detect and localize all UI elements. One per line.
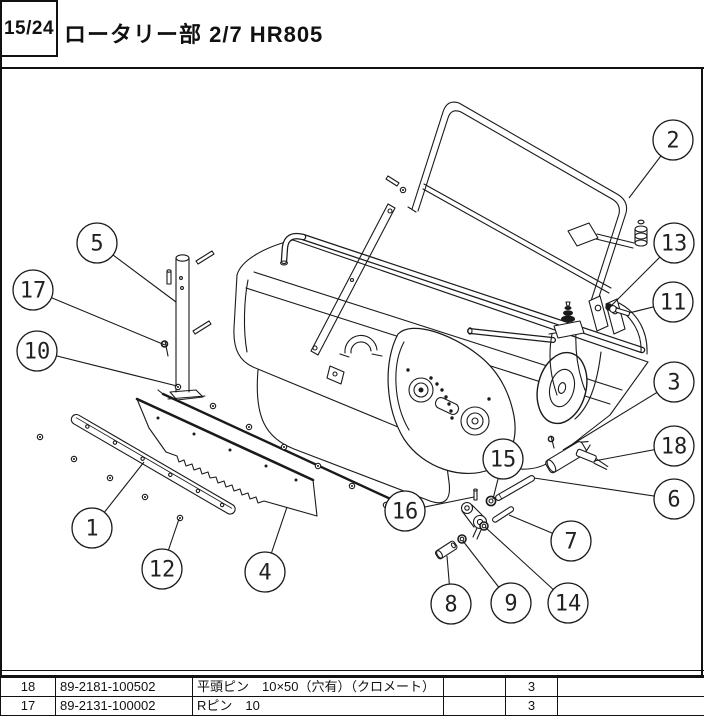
cell-ref: 18 — [1, 678, 56, 697]
callout-number-7: 7 — [564, 530, 577, 555]
cell-blank2 — [558, 697, 704, 716]
leader-line-17 — [33, 290, 165, 345]
callout-number-9: 9 — [504, 592, 517, 617]
callout-number-18: 18 — [661, 435, 688, 460]
callout-number-17: 17 — [20, 279, 47, 304]
cell-blank2 — [558, 678, 704, 697]
callout-number-3: 3 — [667, 371, 680, 396]
cell-description: Rピン 10 — [193, 697, 444, 716]
callout-number-2: 2 — [666, 129, 679, 154]
leader-line-10 — [37, 351, 177, 386]
callout-number-13: 13 — [661, 232, 688, 257]
leader-line-6 — [534, 478, 674, 499]
bushing-8 — [435, 540, 458, 560]
cell-blank1 — [444, 678, 506, 697]
callout-number-5: 5 — [90, 232, 103, 257]
callout-number-10: 10 — [24, 340, 51, 365]
cell-description: 平頭ピン 10×50（穴有）（クロメート） — [193, 678, 444, 697]
cell-part_no: 89-2181-100502 — [56, 678, 193, 697]
pin-16 — [474, 489, 478, 500]
callout-number-14: 14 — [555, 592, 582, 617]
callout-number-11: 11 — [660, 291, 687, 316]
link-crank — [462, 503, 487, 540]
washer-15 — [486, 496, 495, 505]
stand-post — [162, 251, 215, 400]
callout-number-15: 15 — [490, 448, 517, 473]
cell-part_no: 89-2131-100002 — [56, 697, 193, 716]
cell-qty: 3 — [506, 697, 558, 716]
frame-pin — [386, 176, 406, 193]
pin-7 — [492, 506, 515, 523]
callout-number-16: 16 — [392, 500, 419, 525]
callout-number-1: 1 — [85, 517, 98, 542]
washer-9 — [458, 535, 466, 543]
callout-number-8: 8 — [444, 593, 457, 618]
cell-qty: 3 — [506, 678, 558, 697]
cell-ref: 17 — [1, 697, 56, 716]
callout-number-12: 12 — [149, 558, 176, 583]
cell-blank1 — [444, 697, 506, 716]
guard-frame — [408, 102, 627, 305]
callout-number-4: 4 — [258, 561, 271, 586]
callout-number-6: 6 — [667, 488, 680, 513]
